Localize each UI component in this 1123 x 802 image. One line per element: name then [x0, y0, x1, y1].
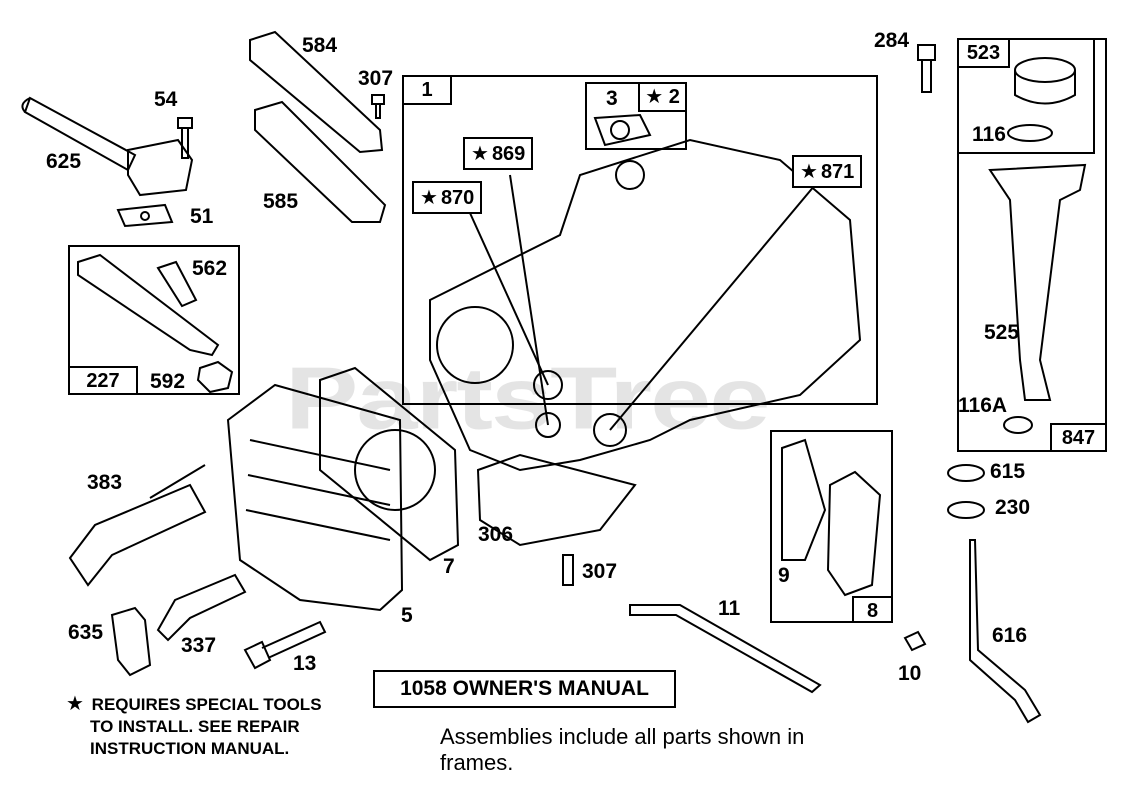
head-gasket-7: [319, 366, 460, 562]
label-525: 525: [984, 321, 1020, 344]
oring-116: [1007, 124, 1053, 142]
label-54: 54: [154, 88, 178, 111]
gasket-9: [781, 438, 827, 561]
label-51: 51: [190, 205, 214, 228]
frame-8: [770, 430, 893, 623]
spark-plug-337: [156, 573, 247, 642]
frame-227: [68, 245, 240, 395]
frame-2: [585, 82, 687, 150]
label-585: 585: [263, 190, 299, 213]
gasket-585: [254, 100, 387, 223]
screw-10: [903, 630, 927, 652]
frame-847-number: 847: [1050, 423, 1107, 452]
nut-592: [196, 360, 234, 394]
label-635: 635: [68, 621, 104, 644]
label-307-bottom: 307: [582, 560, 618, 583]
callout-870: ★870: [412, 181, 483, 214]
label-116: 116: [972, 123, 1006, 146]
gasket-306: [476, 453, 637, 547]
label-5: 5: [401, 604, 413, 627]
screw-54: [177, 117, 193, 159]
label-337: 337: [181, 634, 217, 657]
bolt-562: [156, 260, 198, 308]
label-116A: 116A: [958, 394, 1008, 417]
owners-manual-box: 1058 OWNER'S MANUAL: [373, 670, 676, 708]
label-284: 284: [874, 29, 910, 52]
lever-227: [77, 253, 220, 357]
special-tools-note: ★ REQUIRES SPECIAL TOOLS TO INSTALL. SEE…: [66, 693, 322, 760]
screw-284: [917, 44, 936, 93]
assemblies-footnote: Assemblies include all parts shown in fr…: [440, 724, 805, 775]
label-562: 562: [192, 257, 228, 280]
label-13: 13: [293, 652, 317, 675]
callout-871: ★871: [792, 155, 863, 188]
label-230: 230: [995, 496, 1031, 519]
frame-2-number: ★ 2: [638, 82, 687, 112]
frame-523: [957, 38, 1095, 154]
label-9: 9: [778, 564, 790, 587]
star-icon: ★: [645, 86, 664, 108]
seal-615: [947, 464, 985, 482]
star-icon: ★: [800, 161, 818, 183]
cover-8: [826, 470, 882, 597]
frame-8-number: 8: [852, 596, 893, 623]
label-584: 584: [302, 34, 338, 57]
frame-1: [402, 75, 878, 405]
callout-869: ★869: [463, 137, 534, 170]
label-7: 7: [443, 555, 455, 578]
label-11: 11: [718, 597, 741, 620]
governor-383: [68, 483, 207, 587]
washer-230: [947, 501, 985, 519]
note-line-3: INSTRUCTION MANUAL.: [90, 739, 290, 758]
star-icon: ★: [420, 187, 438, 209]
label-10: 10: [898, 662, 922, 685]
note-line-2: TO INSTALL. SEE REPAIR: [90, 717, 300, 736]
bolt-13: [243, 620, 327, 670]
star-icon: ★: [471, 143, 489, 165]
note-line-1: REQUIRES SPECIAL TOOLS: [91, 695, 322, 714]
cylinder-block-1: [429, 138, 862, 472]
label-616: 616: [992, 624, 1028, 647]
label-592: 592: [150, 370, 186, 393]
gasket-51: [116, 203, 174, 228]
frame-227-number: 227: [68, 366, 138, 395]
watermark: PartsTree: [285, 349, 770, 448]
label-615: 615: [990, 460, 1026, 483]
cap-635: [110, 606, 152, 677]
frame-1-number: 1: [402, 75, 452, 105]
screw-307-top: [371, 94, 385, 119]
cylinder-head-5: [226, 383, 404, 612]
rod-616: [969, 539, 1042, 724]
bearing-3: [593, 113, 652, 147]
label-625: 625: [46, 150, 82, 173]
label-3: 3: [606, 87, 618, 110]
screw-307-bottom: [562, 554, 574, 586]
tube-11: [629, 604, 822, 694]
label-307-top: 307: [358, 67, 394, 90]
label-306: 306: [478, 523, 514, 546]
star-icon: ★: [66, 693, 84, 715]
breather-body-625: [127, 138, 194, 197]
frame-523-number: 523: [957, 38, 1010, 68]
label-383: 383: [87, 471, 123, 494]
tube-525: [988, 163, 1087, 401]
cap-523: [1014, 70, 1076, 105]
gasket-584: [249, 30, 384, 154]
oring-116A: [1003, 416, 1033, 434]
